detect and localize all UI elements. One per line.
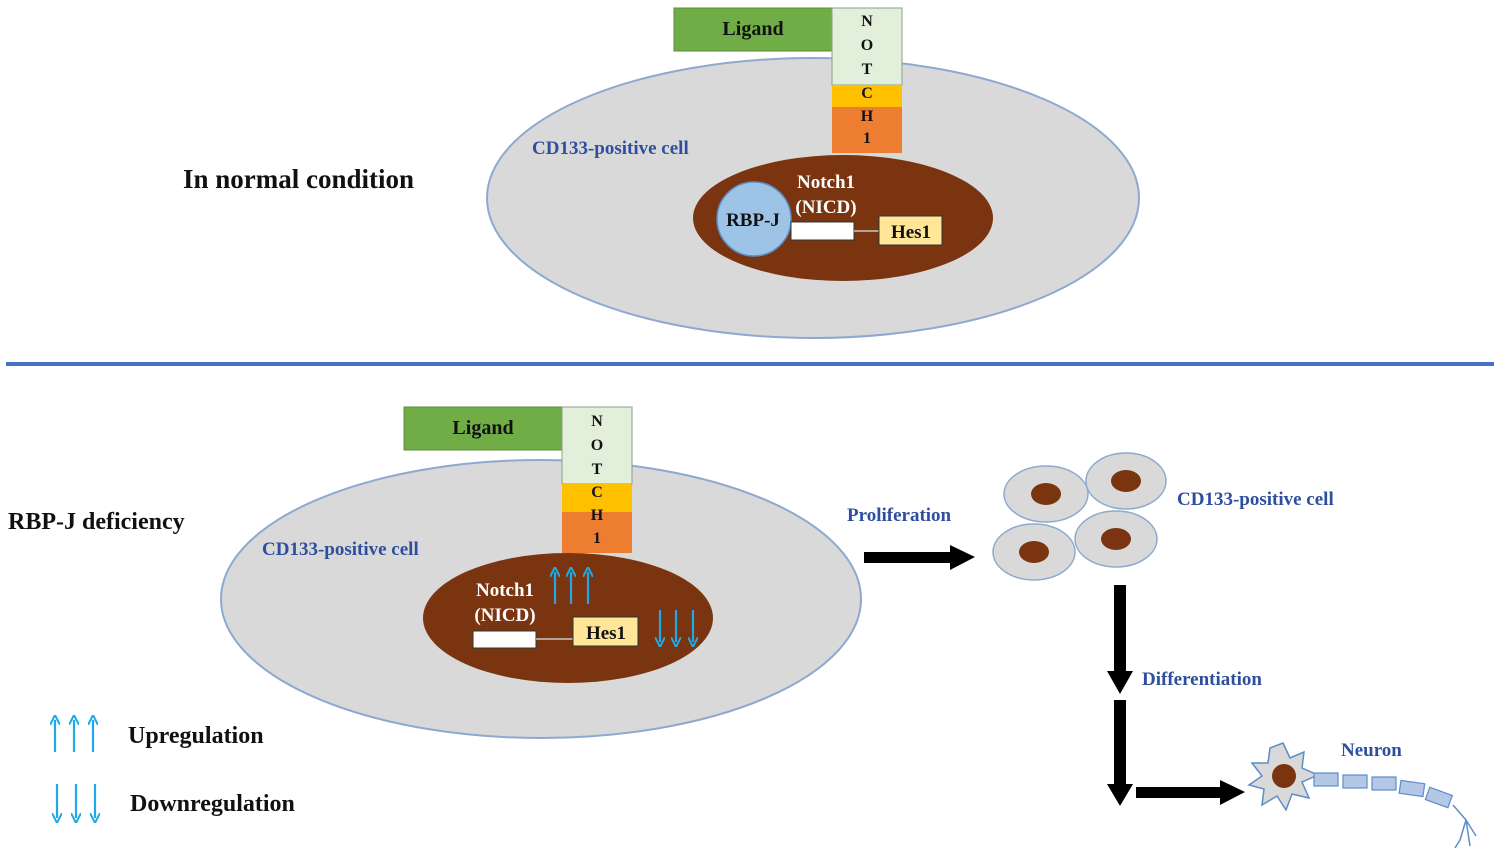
top-ligand-label: Ligand bbox=[722, 18, 783, 40]
proliferation-label: Proliferation bbox=[847, 505, 952, 526]
bottom-ligand bbox=[403, 406, 563, 451]
legend-down-arrows bbox=[57, 784, 95, 818]
receptor-letter-c: C bbox=[591, 484, 603, 501]
top-ligand bbox=[673, 7, 833, 52]
top-notch1-receptor bbox=[831, 7, 903, 153]
receptor-letter-o: O bbox=[591, 437, 603, 454]
receptor-letter-n: N bbox=[591, 413, 603, 430]
top-hes1-box bbox=[878, 215, 943, 246]
legend-up-arrows bbox=[55, 720, 93, 752]
hes1-downregulation-arrows bbox=[660, 610, 693, 642]
neuron-label: Neuron bbox=[1341, 740, 1402, 761]
cluster-cell-label: CD133-positive cell bbox=[1177, 489, 1334, 510]
bottom-hes1-box bbox=[572, 616, 639, 647]
top-hes1-label: Hes1 bbox=[891, 222, 931, 243]
bottom-nucleus bbox=[423, 553, 713, 683]
proliferation-arrow bbox=[864, 545, 975, 570]
top-condition-label: In normal condition bbox=[183, 164, 414, 194]
differentiation-arrow bbox=[1107, 585, 1133, 694]
legend-down-label: Downregulation bbox=[130, 791, 295, 817]
notch1-upregulation-arrows bbox=[555, 572, 588, 604]
bottom-ligand-label: Ligand bbox=[452, 417, 513, 439]
differentiation-label: Differentiation bbox=[1142, 669, 1262, 690]
top-dna-bar bbox=[790, 221, 855, 241]
bottom-hes1-label: Hes1 bbox=[586, 623, 626, 644]
bottom-nicd-label: (NICD) bbox=[474, 605, 535, 626]
top-cell-label: CD133-positive cell bbox=[532, 138, 689, 159]
top-nicd-label: (NICD) bbox=[795, 197, 856, 218]
legend-up-label: Upregulation bbox=[128, 723, 264, 749]
neuron-icon bbox=[1247, 742, 1477, 849]
cd133-cell-cluster bbox=[992, 452, 1167, 581]
bottom-condition-label: RBP-J deficiency bbox=[8, 509, 185, 535]
receptor-letter-n: N bbox=[861, 13, 873, 30]
receptor-letter-1: 1 bbox=[863, 130, 871, 147]
receptor-letter-t: T bbox=[862, 61, 873, 78]
receptor-letter-1: 1 bbox=[593, 530, 601, 547]
receptor-letter-o: O bbox=[861, 37, 873, 54]
receptor-letter-h: H bbox=[591, 507, 604, 524]
top-rbpj-label: RBP-J bbox=[726, 210, 780, 231]
bottom-notch1-label: Notch1 bbox=[476, 580, 534, 601]
bottom-dna-bar bbox=[472, 630, 537, 649]
top-rbpj-circle bbox=[716, 181, 792, 257]
receptor-letter-t: T bbox=[592, 461, 603, 478]
bottom-notch1-receptor bbox=[561, 406, 633, 553]
panel-divider bbox=[6, 362, 1494, 366]
neuron-path-arrow bbox=[1107, 700, 1245, 806]
receptor-letter-h: H bbox=[861, 108, 874, 125]
receptor-letter-c: C bbox=[861, 85, 873, 102]
top-notch1-label: Notch1 bbox=[797, 172, 855, 193]
bottom-cell-label: CD133-positive cell bbox=[262, 539, 419, 560]
